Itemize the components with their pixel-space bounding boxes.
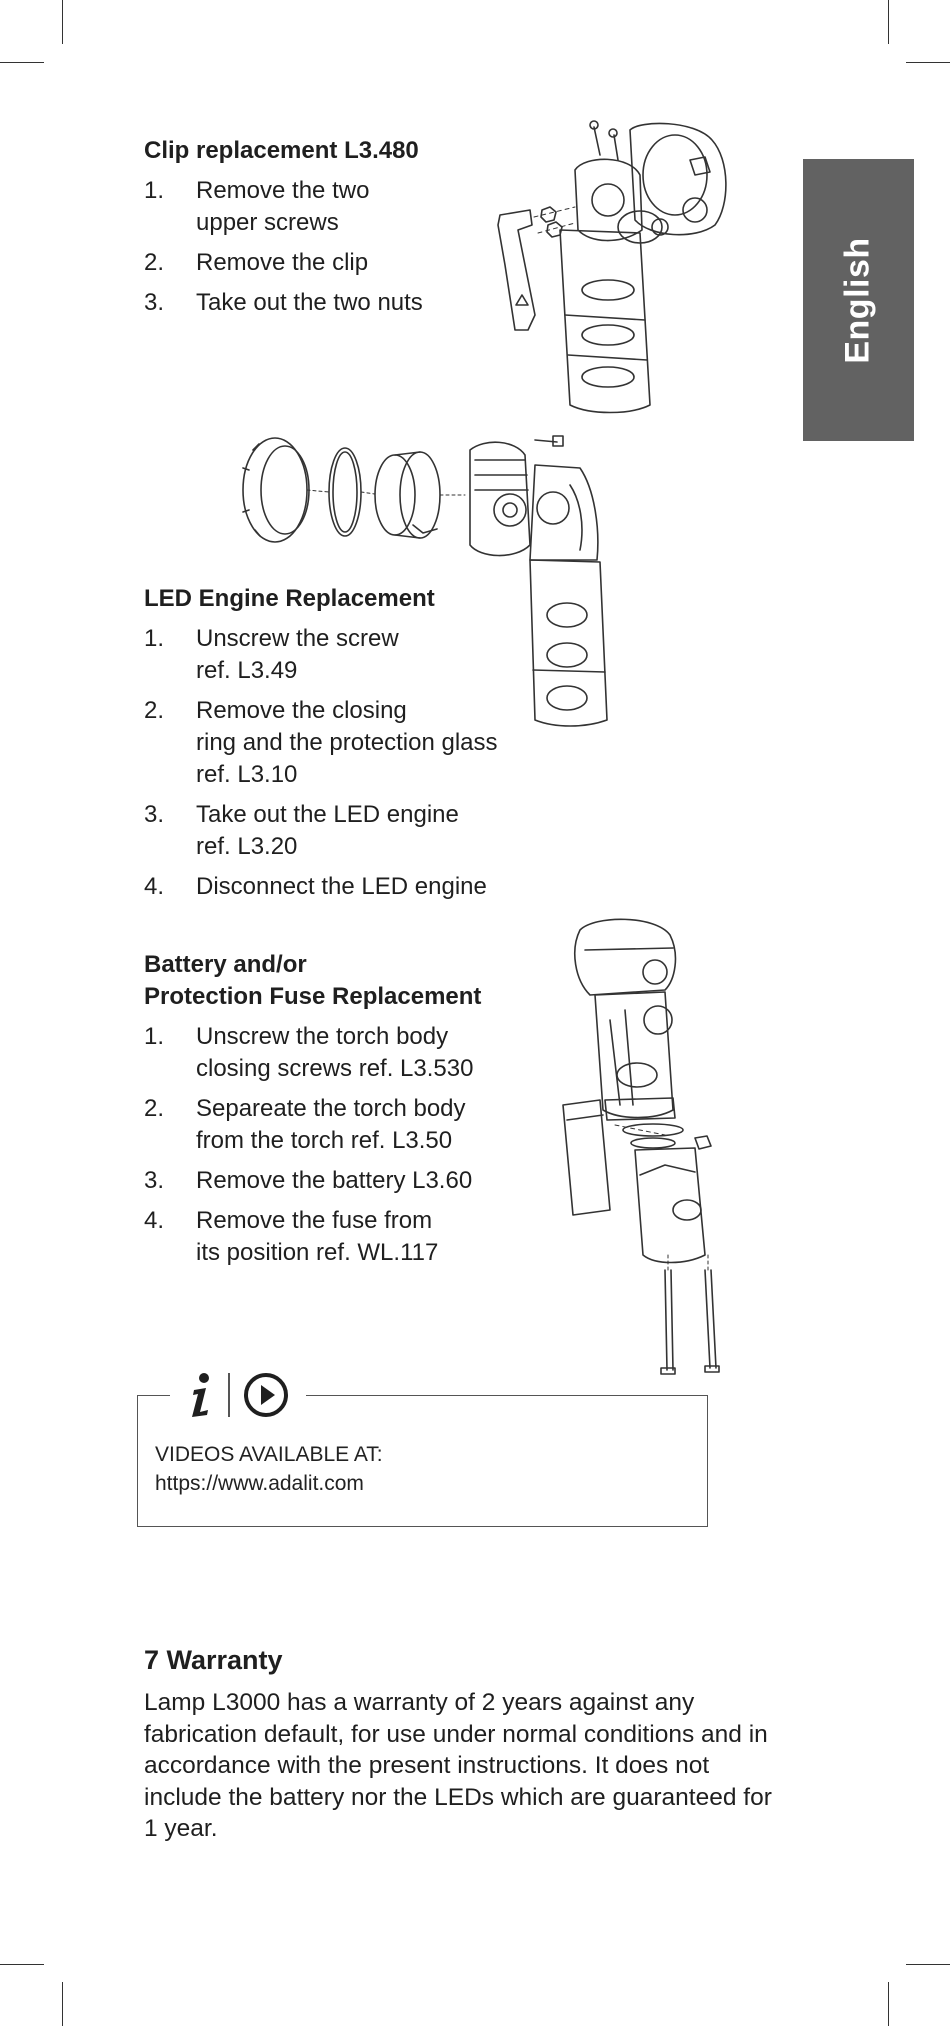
warranty-paragraph: Lamp L3000 has a warranty of 2 years aga… bbox=[144, 1689, 772, 1842]
led-replacement-section: LED Engine Replacement 1. Unscrew the sc… bbox=[144, 583, 544, 911]
list-item: 2. Remove the closing ring and the prote… bbox=[144, 697, 498, 788]
list-item: 4. Remove the fuse from its position ref… bbox=[144, 1207, 439, 1266]
language-tab: English bbox=[803, 159, 914, 441]
list-item: 3. Remove the battery L3.60 bbox=[144, 1167, 473, 1194]
battery-exploded-drawing bbox=[562, 918, 720, 1375]
clip-exploded-drawing bbox=[497, 120, 727, 414]
battery-section-title: Battery and/or Protection Fuse Replaceme… bbox=[144, 951, 482, 1010]
list-item: 1. Unscrew the screw ref. L3.49 bbox=[144, 625, 399, 684]
led-engine-exploded-drawing bbox=[242, 435, 608, 727]
list-item: 1. Unscrew the torch body closing screws… bbox=[144, 1023, 474, 1082]
clip-section-title: Clip replacement L3.480 bbox=[144, 137, 419, 164]
icon-divider bbox=[228, 1373, 230, 1417]
videos-available-label: VIDEOS AVAILABLE AT: bbox=[155, 1443, 383, 1466]
warranty-heading: 7 Warranty bbox=[144, 1645, 283, 1675]
led-section-title: LED Engine Replacement bbox=[144, 585, 435, 612]
videos-info-text: VIDEOS AVAILABLE AT: https://www.adalit.… bbox=[155, 1440, 383, 1498]
play-icon bbox=[244, 1373, 288, 1417]
list-item: 3. Take out the LED engine ref. L3.20 bbox=[144, 801, 459, 860]
list-item: 4. Disconnect the LED engine bbox=[144, 873, 487, 900]
list-item: 3. Take out the two nuts bbox=[144, 289, 423, 316]
clip-replacement-section: Clip replacement L3.480 1. Remove the tw… bbox=[144, 135, 474, 327]
led-steps-list: 1. Unscrew the screw ref. L3.49 2. Remov… bbox=[144, 623, 544, 903]
battery-fuse-section: Battery and/or Protection Fuse Replaceme… bbox=[144, 949, 564, 1277]
list-item: 1. Remove the two upper screws bbox=[144, 177, 370, 236]
list-item: 2. Remove the clip bbox=[144, 249, 369, 276]
battery-steps-list: 1. Unscrew the torch body closing screws… bbox=[144, 1021, 564, 1269]
videos-info-box: VIDEOS AVAILABLE AT: https://www.adalit.… bbox=[137, 1395, 708, 1527]
info-icon bbox=[192, 1373, 209, 1417]
language-tab-label: English bbox=[839, 236, 878, 364]
list-item: 2. Separeate the torch body from the tor… bbox=[144, 1095, 466, 1154]
clip-steps-list: 1. Remove the two upper screws 2. Remove… bbox=[144, 175, 474, 319]
info-icons-group bbox=[170, 1366, 306, 1424]
videos-url-link[interactable]: https://www.adalit.com bbox=[155, 1472, 364, 1495]
